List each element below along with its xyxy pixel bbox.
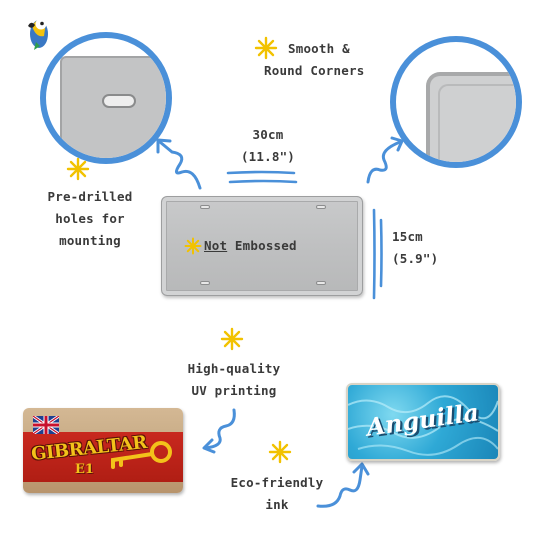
holes-label-line1: Pre-drilled bbox=[47, 189, 133, 204]
star-icon-uv bbox=[220, 327, 244, 351]
star-icon-holes bbox=[66, 157, 90, 181]
height-label-line2: (5.9") bbox=[392, 251, 439, 266]
embossed-label: Not Embossed bbox=[204, 235, 297, 257]
eco-label-line1: Eco-friendly bbox=[230, 475, 324, 490]
mounting-hole-top-left bbox=[200, 205, 210, 209]
star-icon-embossed bbox=[184, 237, 202, 255]
corners-label-line1: Smooth & bbox=[288, 41, 350, 56]
arrow-icon-to-corner-zoom bbox=[366, 136, 404, 184]
parrot-icon bbox=[28, 18, 48, 50]
mounting-hole-bottom-right bbox=[316, 281, 326, 285]
key-icon bbox=[111, 441, 172, 469]
parrot-logo bbox=[22, 12, 54, 52]
hole-closeup bbox=[102, 94, 136, 108]
uv-label-line1: High-quality bbox=[187, 361, 281, 376]
width-dimension-line bbox=[226, 170, 298, 184]
uv-label: High-quality UV printing bbox=[174, 358, 294, 402]
holes-label-line2: holes for bbox=[55, 211, 125, 226]
gibraltar-code: E1 bbox=[75, 462, 94, 477]
corner-inner-edge bbox=[438, 84, 516, 162]
height-dimension-line bbox=[372, 208, 383, 300]
mounting-hole-top-right bbox=[316, 205, 326, 209]
not-word: Not bbox=[204, 238, 228, 253]
uv-label-line2: UV printing bbox=[191, 383, 277, 398]
gibraltar-red-band bbox=[23, 432, 183, 482]
width-label-line2: (11.8") bbox=[240, 149, 296, 164]
star-icon-eco bbox=[268, 440, 292, 464]
star-icon-corners bbox=[254, 36, 278, 60]
corners-label: Smooth & Round Corners bbox=[264, 38, 364, 82]
width-label: 30cm (11.8") bbox=[238, 124, 298, 168]
width-label-line1: 30cm bbox=[252, 127, 284, 142]
holes-label-line3: mounting bbox=[59, 233, 121, 248]
eco-label-line2: ink bbox=[265, 497, 289, 512]
anguilla-plate: Anguilla bbox=[346, 383, 500, 461]
water-caustics bbox=[348, 395, 498, 456]
union-flag-icon bbox=[33, 416, 59, 434]
height-label-line1: 15cm bbox=[392, 229, 423, 244]
arrow-icon-to-anguilla bbox=[316, 462, 370, 508]
hole-zoom-circle bbox=[40, 32, 172, 164]
blank-license-plate: Not Embossed bbox=[161, 196, 363, 296]
eco-label: Eco-friendly ink bbox=[222, 472, 332, 516]
corner-zoom-circle bbox=[390, 36, 522, 168]
embossed-word: Embossed bbox=[227, 238, 297, 253]
corners-label-line2: Round Corners bbox=[264, 63, 365, 78]
height-label: 15cm (5.9") bbox=[392, 226, 438, 270]
gibraltar-plate: GIBRALTAR E1 bbox=[23, 408, 183, 493]
arrow-icon-to-gibraltar bbox=[202, 408, 236, 454]
arrow-icon-to-hole-zoom bbox=[156, 138, 202, 190]
mounting-hole-bottom-left bbox=[200, 281, 210, 285]
holes-label: Pre-drilled holes for mounting bbox=[40, 186, 140, 252]
